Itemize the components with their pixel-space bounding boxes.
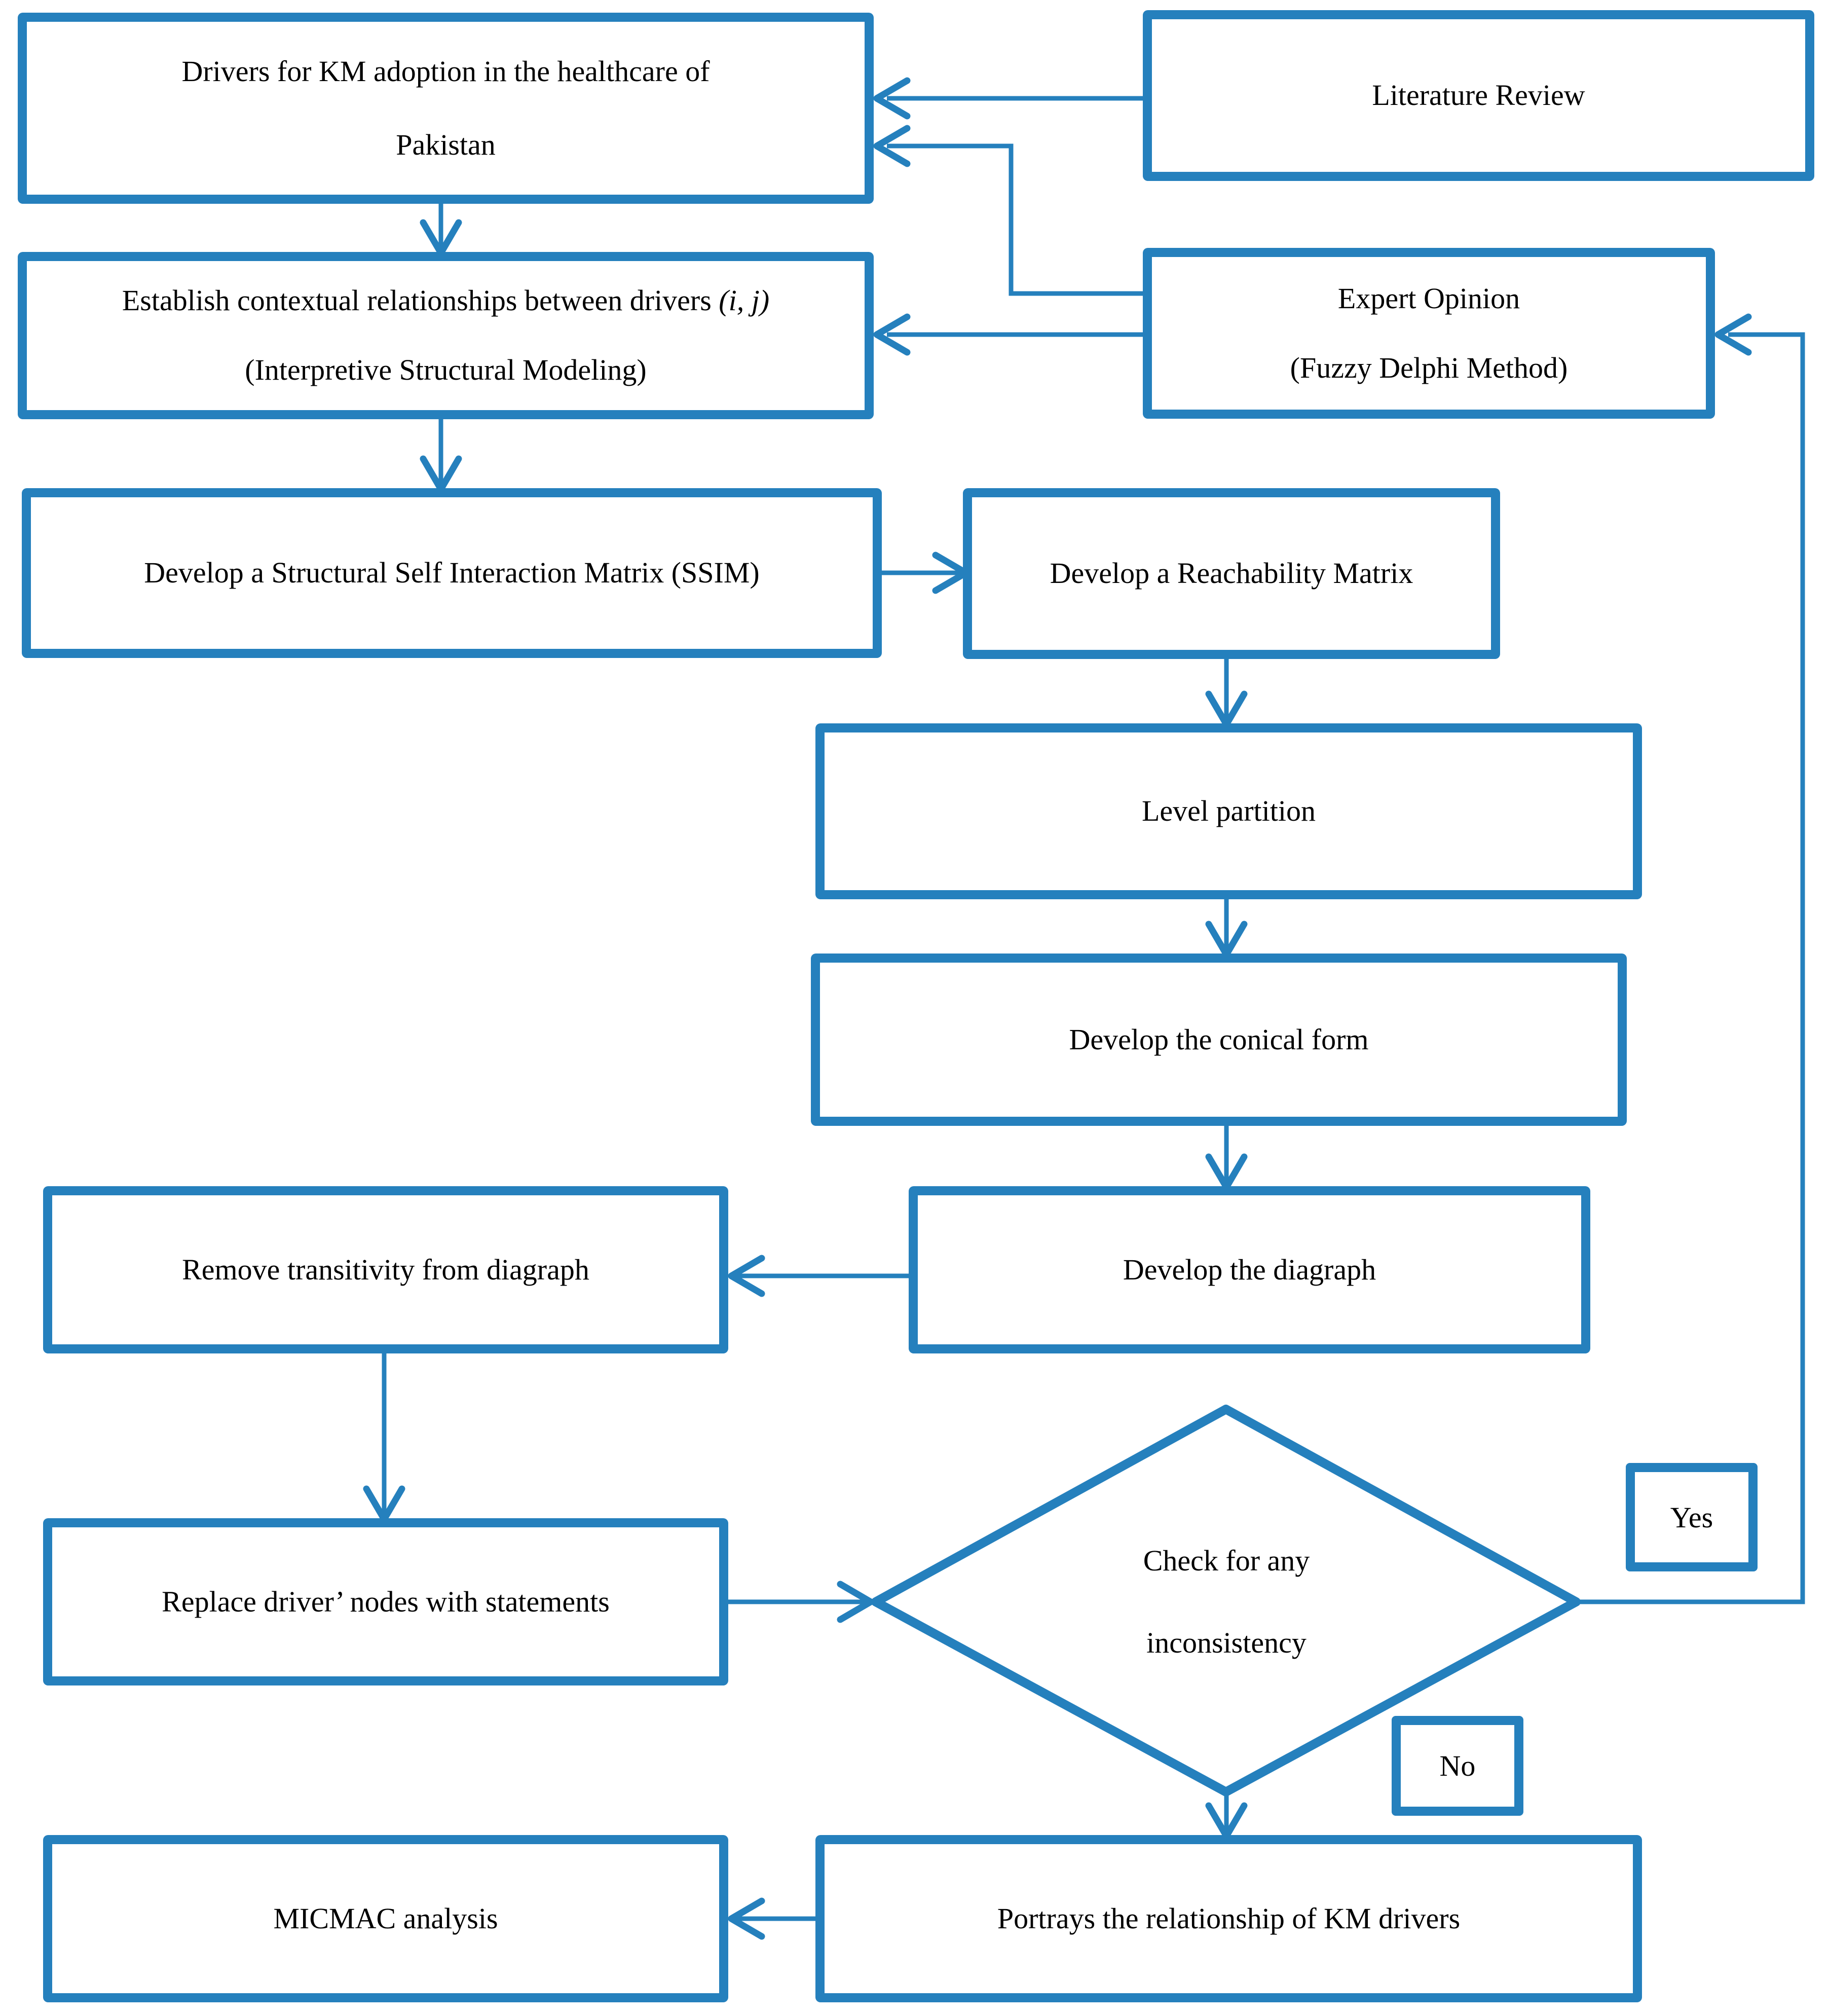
node-conical-form-label: Develop the conical form: [1069, 1022, 1369, 1056]
node-drivers-line2: Pakistan: [396, 128, 496, 161]
arrowhead-left-icon: [728, 1255, 765, 1297]
node-decision-line1: Check for any: [1143, 1544, 1310, 1577]
node-expert-line2: (Fuzzy Delphi Method): [1290, 351, 1568, 384]
label-yes: Yes: [1626, 1463, 1758, 1571]
node-micmac: MICMAC analysis: [43, 1835, 728, 2002]
arrowhead-left-icon: [873, 125, 911, 167]
decision-diamond: [871, 1405, 1581, 1797]
node-diagraph-label: Develop the diagraph: [1123, 1253, 1376, 1286]
arrowhead-left-icon: [1714, 313, 1752, 356]
node-diagraph: Develop the diagraph: [909, 1186, 1590, 1353]
node-drivers: Drivers for KM adoption in the healthcar…: [18, 13, 874, 204]
arrowhead-left-icon: [873, 77, 911, 120]
node-establish-line2: (Interpretive Structural Modeling): [245, 353, 647, 386]
node-decision-line2: inconsistency: [1146, 1626, 1307, 1659]
arrowhead-left-icon: [873, 313, 911, 356]
node-portrays: Portrays the relationship of KM drivers: [815, 1835, 1642, 2002]
arrowhead-right-icon: [837, 1581, 874, 1623]
label-no: No: [1392, 1716, 1523, 1816]
arrowhead-left-icon: [728, 1897, 765, 1940]
node-literature-review: Literature Review: [1143, 10, 1814, 181]
node-establish-relationships: Establish contextual relationships betwe…: [18, 252, 874, 419]
node-expert-opinion: Expert Opinion (Fuzzy Delphi Method): [1143, 248, 1715, 419]
node-level-partition-label: Level partition: [1141, 794, 1316, 828]
arrow-yes-feedback-to-expert: [1576, 332, 1805, 1604]
node-reachability-label: Develop a Reachability Matrix: [1050, 557, 1413, 590]
node-remove-transitivity-label: Remove transitivity from diagraph: [182, 1253, 589, 1286]
node-drivers-line1: Drivers for KM adoption in the healthcar…: [181, 54, 710, 88]
node-remove-transitivity: Remove transitivity from diagraph: [43, 1186, 728, 1353]
node-expert-line1: Expert Opinion: [1337, 281, 1520, 315]
node-reachability-matrix: Develop a Reachability Matrix: [963, 488, 1500, 659]
node-replace-nodes-label: Replace driver’ nodes with statements: [162, 1585, 610, 1618]
node-portrays-label: Portrays the relationship of KM drivers: [997, 1901, 1461, 1935]
label-no-text: No: [1439, 1749, 1476, 1782]
node-level-partition: Level partition: [815, 723, 1642, 899]
node-ssim-label: Develop a Structural Self Interaction Ma…: [144, 556, 760, 590]
arrow-expert-to-drivers: [887, 143, 1143, 296]
node-decision: Check for any inconsistency: [963, 1490, 1490, 1713]
node-micmac-label: MICMAC analysis: [273, 1901, 498, 1935]
node-establish-line1: Establish contextual relationships betwe…: [122, 284, 770, 317]
node-literature-review-label: Literature Review: [1372, 79, 1585, 112]
node-ssim: Develop a Structural Self Interaction Ma…: [22, 488, 882, 658]
node-replace-nodes: Replace driver’ nodes with statements: [43, 1518, 728, 1685]
label-yes-text: Yes: [1670, 1500, 1713, 1534]
node-conical-form: Develop the conical form: [811, 954, 1627, 1126]
